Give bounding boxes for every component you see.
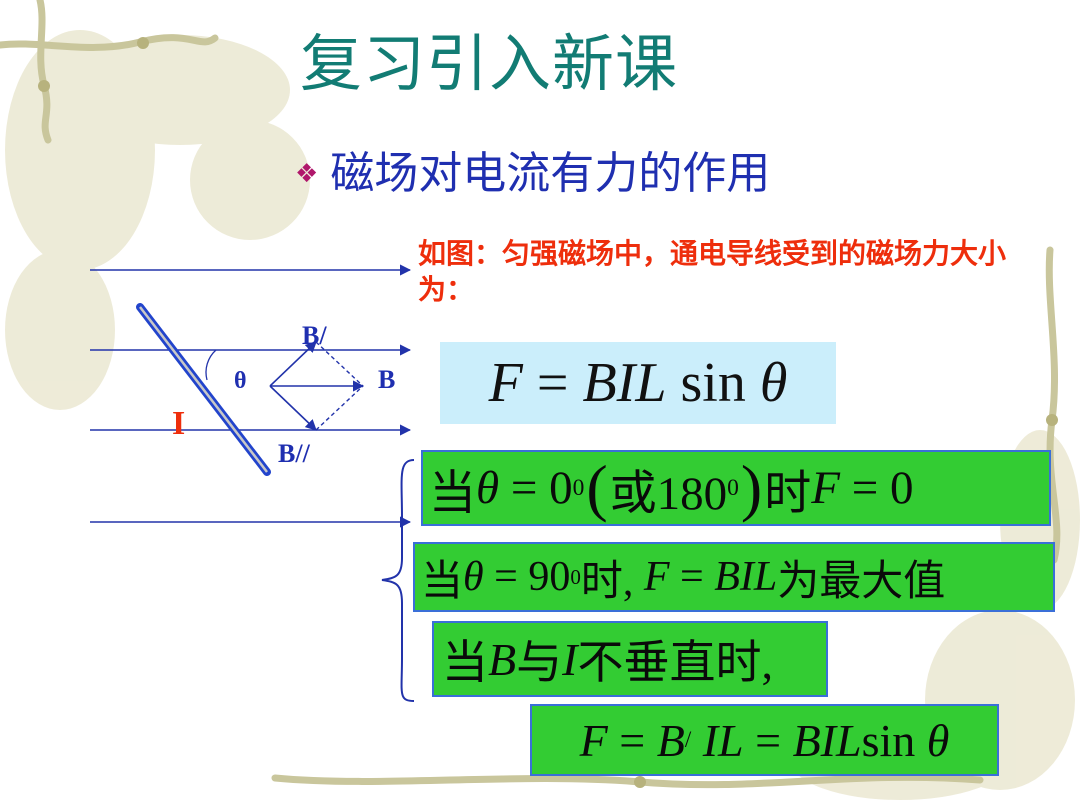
case3-tail: 不垂直时, [577, 637, 773, 688]
case4-b: B [656, 714, 685, 766]
case3-text: 当 [442, 637, 488, 688]
brace-bracket [381, 459, 415, 702]
case-oblique-box: 当 B 与 I 不垂直时, [432, 621, 828, 697]
current-label: I [172, 405, 185, 442]
formula-sin: sin [666, 352, 760, 414]
diamond-bullet-icon: ❖ [295, 159, 319, 190]
page-title: 复习引入新课 [300, 27, 679, 100]
case2-theta: θ [463, 554, 484, 600]
case2-eq: = 90 [483, 554, 571, 600]
case1-theta: θ [476, 462, 500, 514]
case4-eq2: = [743, 714, 793, 766]
b-parallel-label: B// [278, 439, 311, 468]
case1-eq2: = 0 [839, 462, 914, 514]
bullet-text: 磁场对电流有力的作用 [330, 148, 771, 199]
case2-shi: 时, [580, 558, 644, 605]
vector-b-parallel [269, 385, 317, 431]
case3-b: B [488, 633, 517, 685]
formula-eq: = [522, 352, 583, 414]
case2-eq2: = [669, 554, 715, 600]
angle-arc [205, 349, 217, 381]
description-text: 如图：匀强磁场中，通电导线受到的磁场力大小为： [418, 237, 1007, 306]
case2-tail: 为最大值 [777, 558, 946, 605]
angle-label: θ [234, 368, 247, 394]
case2-bil: BIL [714, 554, 778, 600]
case1-f: F [811, 462, 840, 514]
b-perp-label: B/ [302, 321, 327, 350]
oblique-formula-box: F = B/ IL = BIL sin θ [530, 704, 999, 776]
case1-text: 当 [429, 467, 476, 520]
case4-theta: θ [926, 714, 950, 766]
formula-theta: θ [759, 352, 788, 414]
vector-b-perp [269, 341, 317, 387]
case1-or: 或180 [609, 467, 728, 520]
case4-f: F [579, 714, 608, 766]
case4-eq: = [607, 714, 657, 766]
b-label: B [378, 365, 395, 394]
case4-sin: sin [861, 714, 927, 766]
case4-bil: BIL [792, 714, 862, 766]
bullet-item: ❖ 磁场对电流有力的作用 [295, 148, 771, 199]
case3-i: I [562, 633, 578, 685]
formula-f: F [488, 352, 523, 414]
magnetic-field-diagram: I θ B B/ B// [90, 264, 412, 528]
case1-shi: 时 [764, 467, 812, 520]
case2-text: 当 [421, 558, 464, 605]
case2-f: F [643, 554, 670, 600]
case4-il: IL [691, 714, 744, 766]
case1-open-paren: ( [586, 452, 608, 523]
case1-eq: = 0 [499, 462, 573, 514]
case3-yu: 与 [516, 637, 563, 688]
case1-close-paren: ) [740, 452, 763, 523]
formula-bil: BIL [582, 352, 667, 414]
force-formula: F = BIL sin θ [440, 342, 836, 424]
